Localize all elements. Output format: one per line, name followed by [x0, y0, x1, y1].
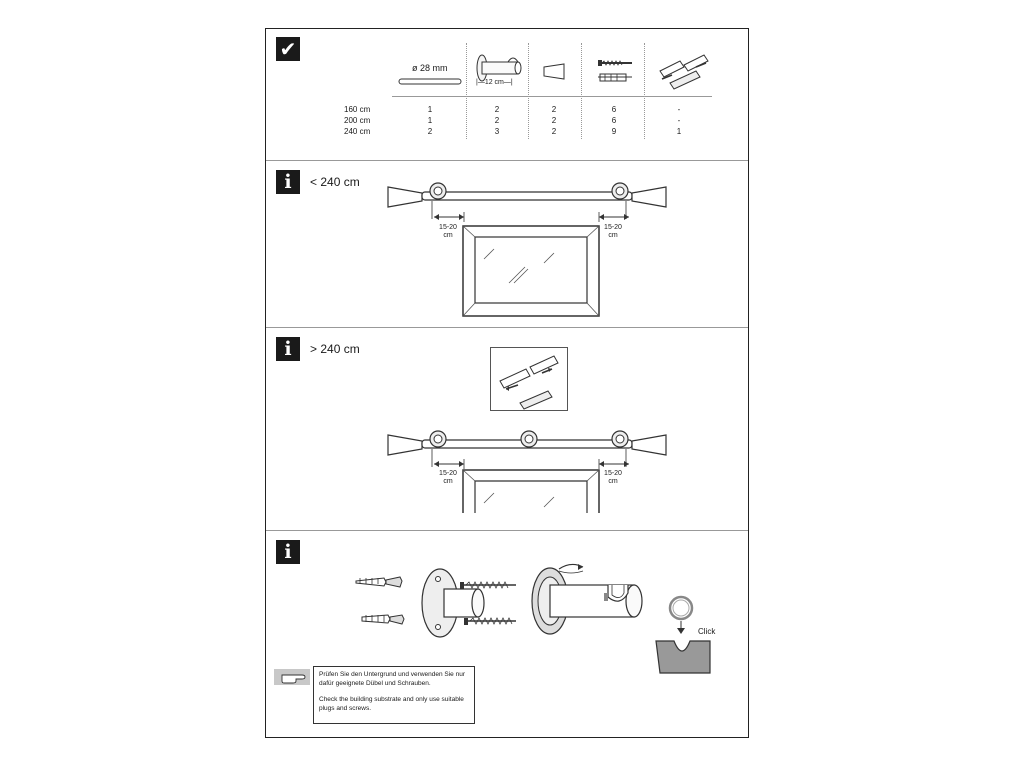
info-icon: i — [276, 337, 300, 361]
distance-arrow-left — [434, 212, 465, 222]
table-cell: - — [677, 116, 681, 125]
table-column-divider — [528, 43, 529, 139]
table-row-size: 240 cm — [344, 127, 371, 136]
window-illustration — [462, 225, 600, 317]
screws-icon — [460, 581, 516, 625]
bracket-depth-dimension: |—12 cm—| — [476, 79, 513, 86]
note-text-en: Check the building substrate and only us… — [319, 696, 464, 712]
wall-plugs-icon — [355, 576, 405, 625]
table-row-size: 160 cm — [344, 105, 371, 114]
table-cell: - — [677, 105, 681, 114]
section-divider — [266, 160, 748, 161]
distance-arrow-left — [434, 459, 465, 469]
distance-label-left: 15-20 cm — [433, 224, 463, 240]
distance-unit: cm — [443, 478, 453, 485]
table-cell: 9 — [611, 127, 617, 136]
table-column-divider — [644, 43, 645, 139]
wall-plate-bracket — [421, 568, 485, 638]
distance-value: 15-20 — [439, 470, 457, 477]
table-row-size: 200 cm — [344, 116, 371, 125]
info-icon: i — [276, 170, 300, 194]
table-cell: 2 — [494, 105, 500, 114]
table-column-divider — [581, 43, 582, 139]
distance-label-right: 15-20 cm — [598, 470, 628, 486]
rod-diameter-label: ø 28 mm — [412, 63, 448, 73]
distance-arrow-right — [598, 459, 629, 469]
table-cell: 6 — [611, 116, 617, 125]
connector-icon — [659, 54, 709, 90]
table-cell: 6 — [611, 105, 617, 114]
distance-value: 15-20 — [604, 470, 622, 477]
table-cell: 2 — [551, 127, 557, 136]
distance-label-right: 15-20 cm — [598, 224, 628, 240]
finial-icon — [543, 63, 565, 80]
pointing-hand-icon — [274, 669, 310, 685]
connector-detail-box — [490, 347, 568, 411]
table-column-divider — [466, 43, 467, 139]
bracket-depth-start: |— — [476, 79, 485, 86]
distance-value: 15-20 — [604, 224, 622, 231]
note-text-de: Prüfen Sie den Untergrund und verwenden … — [319, 671, 465, 687]
table-cell: 1 — [427, 105, 433, 114]
bracket-depth-end: —| — [503, 79, 513, 86]
table-header-rule — [392, 96, 712, 97]
long-curtain-rod-diagram — [387, 430, 667, 467]
bracket-with-rod-holder — [531, 567, 643, 635]
distance-value: 15-20 — [439, 224, 457, 231]
bracket-depth-label: 12 cm — [484, 79, 504, 86]
info-icon: i — [276, 540, 300, 564]
distance-unit: cm — [443, 232, 453, 239]
curtain-rod-diagram — [387, 182, 667, 219]
window-illustration-cropped — [462, 469, 600, 513]
table-cell: 2 — [494, 116, 500, 125]
table-cell: 2 — [551, 105, 557, 114]
rod-icon — [398, 78, 462, 85]
size-label: > 240 cm — [310, 342, 360, 356]
table-cell: 1 — [427, 116, 433, 125]
distance-unit: cm — [608, 478, 618, 485]
distance-arrow-right — [598, 212, 629, 222]
table-cell: 2 — [427, 127, 433, 136]
instruction-page: ✔ ø 28 mm |—12 cm—| 160 cm 200 cm 24 — [265, 28, 749, 738]
rotation-arrow-icon — [558, 563, 584, 574]
size-label: < 240 cm — [310, 175, 360, 189]
section-divider — [266, 530, 748, 531]
check-icon: ✔ — [276, 37, 300, 61]
distance-label-left: 15-20 cm — [433, 470, 463, 486]
warning-note: Prüfen Sie den Untergrund und verwenden … — [313, 666, 475, 724]
distance-unit: cm — [608, 232, 618, 239]
pointing-hand-glyph — [281, 674, 306, 684]
click-label: Click — [698, 627, 716, 636]
table-cell: 2 — [551, 116, 557, 125]
rod-holder-cross-section — [655, 640, 711, 674]
screws-and-plugs-icon — [598, 60, 632, 82]
table-cell: 1 — [676, 127, 682, 136]
bracket-icon — [476, 54, 522, 82]
ring-icon — [668, 595, 694, 634]
section-divider — [266, 327, 748, 328]
table-cell: 3 — [494, 127, 500, 136]
